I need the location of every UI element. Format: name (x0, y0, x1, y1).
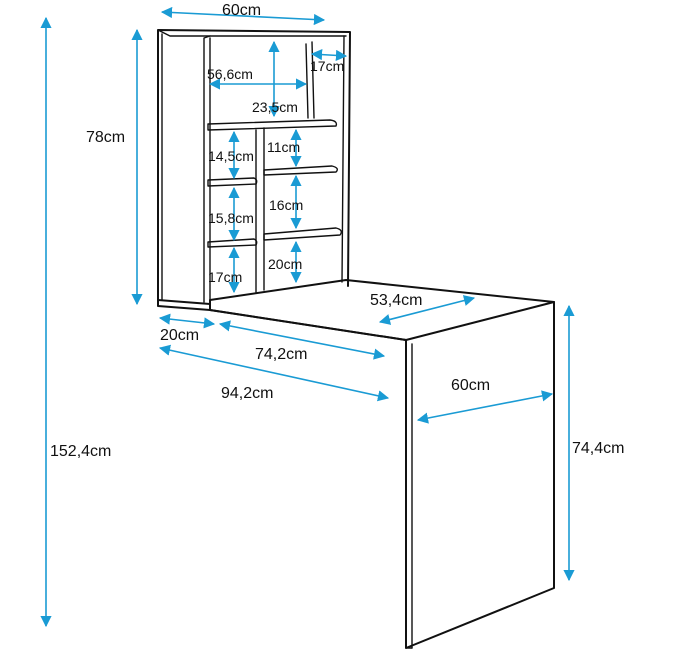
label-shelf-width: 23,5cm (252, 99, 298, 115)
label-gap-right-3: 20cm (268, 256, 302, 272)
dim-leg-width-arrow (416, 390, 554, 424)
label-cabinet-depth: 20cm (160, 327, 199, 344)
label-total-height: 152,4cm (50, 443, 111, 460)
dim-side-depth-arrow (310, 49, 348, 61)
label-table-depth: 53,4cm (370, 292, 422, 309)
dim-table-depth-arrow (378, 295, 476, 325)
label-top-width: 60cm (222, 2, 261, 19)
desk-outline (209, 279, 555, 649)
label-gap-left-1: 14,5cm (208, 148, 254, 164)
label-upper-height: 78cm (86, 129, 125, 146)
label-gap-left-3: 17cm (208, 269, 242, 285)
dim-cabinet-depth-arrow (158, 313, 216, 329)
dimension-arrows (40, 6, 575, 628)
label-inner-width: 56,6cm (207, 66, 253, 82)
label-gap-right-2: 16cm (269, 197, 303, 213)
dim-top-width-arrow (160, 6, 326, 26)
label-gap-left-2: 15,8cm (208, 210, 254, 226)
dimension-labels: 60cm 17cm 56,6cm 23,5cm 78cm 14,5cm 11cm… (50, 2, 624, 460)
label-side-depth: 17cm (310, 58, 344, 74)
label-table-total-length: 94,2cm (221, 385, 273, 402)
label-table-inner-length: 74,2cm (255, 346, 307, 363)
label-gap-right-1: 11cm (267, 139, 300, 155)
label-leg-width: 60cm (451, 377, 490, 394)
shelves (207, 41, 343, 293)
label-table-height: 74,4cm (572, 440, 624, 457)
dim-table-total-length-arrow (158, 344, 390, 402)
